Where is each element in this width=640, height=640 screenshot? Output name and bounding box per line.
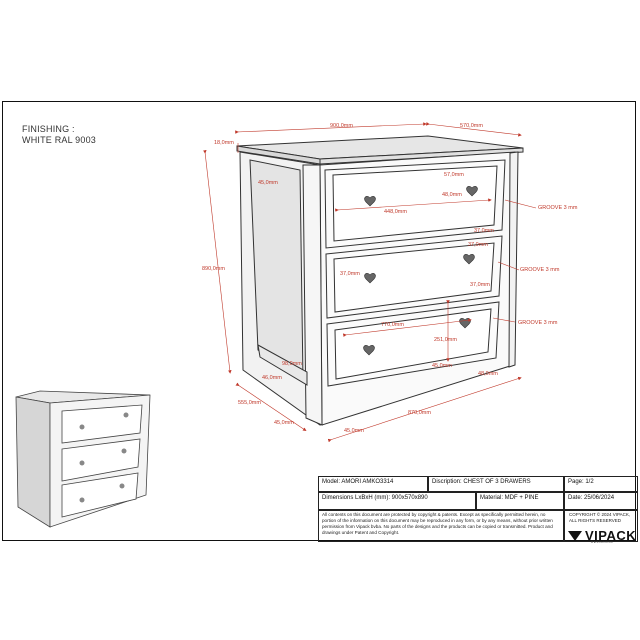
finishing-note: FINISHING : WHITE RAL 9003 — [22, 124, 96, 146]
dim-drawer-front-width: 770,0mm — [381, 322, 404, 328]
copyright-note: All contents on this document are protec… — [318, 510, 564, 542]
tb-date: Date: 25/06/2024 — [564, 492, 638, 510]
dim-drawer-gap-2: 37,0mm — [468, 242, 488, 248]
dim-leg-width: 45,0mm — [432, 363, 452, 369]
vipack-logo: VIPACK — [568, 528, 636, 543]
dim-top-thickness: 18,0mm — [214, 140, 234, 146]
dim-handle-height: 48,0mm — [442, 192, 462, 198]
dim-top-depth: 570,0mm — [460, 123, 483, 129]
chest-preview-render — [15, 390, 151, 528]
drawing-frame — [2, 101, 636, 541]
logo-subtext: DESIGNING — [591, 540, 614, 544]
dim-drawer-gap-3: 37,0mm — [340, 271, 360, 277]
dim-drawer-gap-4: 37,0mm — [470, 282, 490, 288]
dim-side-depth: 555,0mm — [238, 400, 261, 406]
handle-heart-icon — [363, 345, 375, 356]
dim-groove-3: GROOVE 3 mm — [518, 320, 558, 326]
dim-front-leg: 45,0mm — [274, 420, 294, 426]
dim-groove-1: GROOVE 3 mm — [538, 205, 578, 211]
dim-bottom-right-leg: 45,0mm — [344, 428, 364, 434]
dim-handle-spacing: 57,0mm — [444, 172, 464, 178]
tb-model: Model: AMORI AMKO3314 — [318, 476, 428, 492]
front-left-leg — [302, 164, 323, 426]
tb-page: Page: 1/2 — [564, 476, 638, 492]
tb-description: Discription: CHEST OF 3 DRAWERS — [428, 476, 564, 492]
tb-material: Material: MDF + PINE — [476, 492, 564, 510]
dim-groove-2: GROOVE 3 mm — [520, 267, 560, 273]
tb-dimensions: Dimensions LxBxH (mm): 900x570x890 — [318, 492, 476, 510]
dim-side-leg: 46,0mm — [262, 375, 282, 381]
handle-heart-icon — [466, 186, 478, 197]
dim-rear-leg: 48,0mm — [478, 371, 498, 377]
dim-plinth-height: 98,0mm — [282, 361, 302, 367]
logo-text: VIPACK — [585, 528, 637, 543]
dim-bottom-width: 870,0mm — [408, 410, 431, 416]
dim-drawer-gap-1: 37,0mm — [474, 228, 494, 234]
front-right-leg — [508, 151, 519, 368]
handle-heart-icon — [364, 273, 376, 284]
title-block: Model: AMORI AMKO3314 Discription: CHEST… — [318, 476, 638, 542]
finishing-color: WHITE RAL 9003 — [22, 135, 96, 145]
logo-box: COPYRIGHT © 2024 VIPACK, ALL RIGHTS RESE… — [564, 510, 638, 544]
copyright-text: COPYRIGHT © 2024 VIPACK, ALL RIGHTS RESE… — [569, 512, 631, 523]
finishing-label: FINISHING : — [22, 124, 75, 134]
dim-top-width: 900,0mm — [330, 123, 353, 129]
vipack-logo-icon — [568, 531, 582, 541]
dim-total-height: 890,0mm — [202, 266, 225, 272]
handle-heart-icon — [463, 254, 475, 265]
dim-drawer-front-height: 251,0mm — [434, 337, 457, 343]
dim-handle-span: 448,0mm — [384, 209, 407, 215]
dim-leg-inset: 45,0mm — [258, 180, 278, 186]
